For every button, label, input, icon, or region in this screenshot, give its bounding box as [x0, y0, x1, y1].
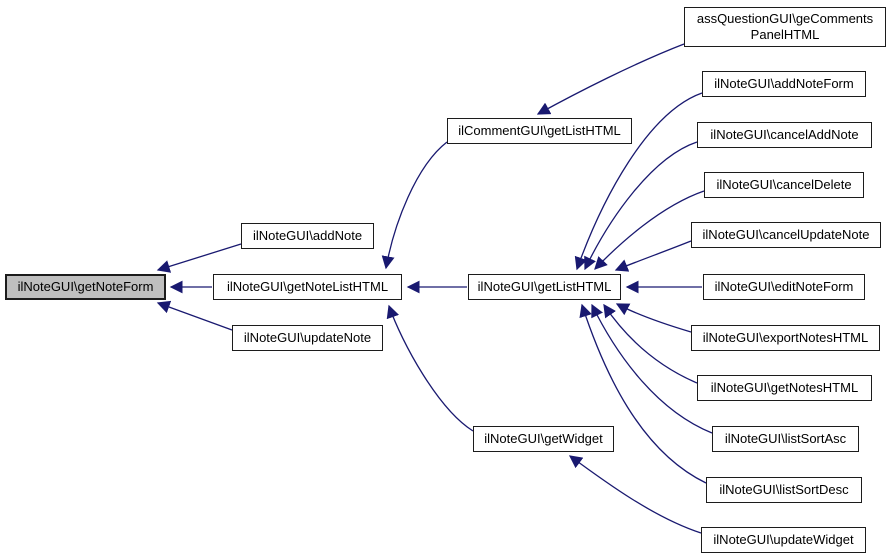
graph-node-getWidget[interactable]: ilNoteGUI\getWidget	[473, 426, 614, 452]
graph-node-addNoteForm[interactable]: ilNoteGUI\addNoteForm	[702, 71, 866, 97]
graph-node-label: ilNoteGUI\listSortDesc	[719, 482, 849, 498]
graph-node-commentGetListHTML[interactable]: ilCommentGUI\getListHTML	[447, 118, 632, 144]
graph-node-getNotesHTML[interactable]: ilNoteGUI\getNotesHTML	[697, 375, 872, 401]
call-edge-listSortDesc-to-getListHTML	[579, 303, 707, 484]
graph-node-label: ilNoteGUI\addNoteForm	[714, 76, 854, 92]
graph-node-label: ilNoteGUI\cancelDelete	[716, 177, 852, 193]
graph-node-listSortAsc[interactable]: ilNoteGUI\listSortAsc	[712, 426, 859, 452]
call-edge-cancelUpdateNote-to-getListHTML	[614, 240, 692, 272]
graph-node-getNoteListHTML[interactable]: ilNoteGUI\getNoteListHTML	[213, 274, 402, 300]
graph-node-label: ilNoteGUI\getNoteForm	[17, 279, 154, 295]
graph-node-label: ilNoteGUI\exportNotesHTML	[702, 330, 869, 346]
graph-node-label: ilNoteGUI\updateNote	[243, 330, 372, 346]
graph-node-label: ilNoteGUI\editNoteForm	[714, 279, 854, 295]
graph-node-cancelDelete[interactable]: ilNoteGUI\cancelDelete	[704, 172, 864, 198]
graph-node-label: ilNoteGUI\getListHTML	[477, 279, 612, 295]
graph-node-listSortDesc[interactable]: ilNoteGUI\listSortDesc	[706, 477, 862, 503]
graph-node-updateNote[interactable]: ilNoteGUI\updateNote	[232, 325, 383, 351]
graph-node-label: ilNoteGUI\updateWidget	[713, 532, 854, 548]
graph-node-label: ilNoteGUI\cancelAddNote	[710, 127, 859, 143]
graph-node-label: ilNoteGUI\getWidget	[484, 431, 603, 447]
call-edge-addNote-to-getNoteForm	[156, 243, 242, 273]
graph-node-getListHTML[interactable]: ilNoteGUI\getListHTML	[468, 274, 621, 300]
graph-node-label: ilNoteGUI\addNote	[252, 228, 363, 244]
graph-node-addNote[interactable]: ilNoteGUI\addNote	[241, 223, 374, 249]
graph-node-cancelUpdateNote[interactable]: ilNoteGUI\cancelUpdateNote	[691, 222, 881, 248]
graph-node-cancelAddNote[interactable]: ilNoteGUI\cancelAddNote	[697, 122, 872, 148]
call-edge-cancelDelete-to-getListHTML	[594, 190, 705, 270]
graph-node-label: assQuestionGUI\geComments	[696, 11, 874, 27]
graph-node-label: PanelHTML	[750, 27, 820, 42]
call-edge-getNotesHTML-to-getListHTML	[603, 303, 698, 384]
call-edge-getWidget-to-getNoteListHTML	[386, 304, 474, 432]
call-edge-cancelAddNote-to-getListHTML	[584, 141, 698, 271]
graph-node-label: ilNoteGUI\getNoteListHTML	[226, 279, 389, 295]
call-edge-addNoteForm-to-getListHTML	[574, 92, 703, 271]
call-edge-updateNote-to-getNoteForm	[156, 300, 233, 331]
graph-node-label: ilNoteGUI\getNotesHTML	[710, 380, 859, 396]
graph-node-exportNotesHTML[interactable]: ilNoteGUI\exportNotesHTML	[691, 325, 880, 351]
graph-node-updateWidget[interactable]: ilNoteGUI\updateWidget	[701, 527, 866, 553]
call-edge-geCommentsPanelHTML-to-commentGetListHTML	[536, 43, 685, 115]
graph-node-editNoteForm[interactable]: ilNoteGUI\editNoteForm	[703, 274, 865, 300]
graph-node-getNoteForm: ilNoteGUI\getNoteForm	[5, 274, 166, 300]
call-edge-commentGetListHTML-to-getNoteListHTML	[381, 141, 448, 270]
call-edge-listSortAsc-to-getListHTML	[591, 303, 713, 434]
graph-node-label: ilNoteGUI\cancelUpdateNote	[702, 227, 870, 243]
graph-node-label: ilNoteGUI\listSortAsc	[724, 431, 847, 447]
graph-node-label: ilCommentGUI\getListHTML	[458, 123, 621, 139]
call-edge-updateWidget-to-getWidget	[568, 455, 702, 534]
call-edge-exportNotesHTML-to-getListHTML	[615, 303, 692, 333]
